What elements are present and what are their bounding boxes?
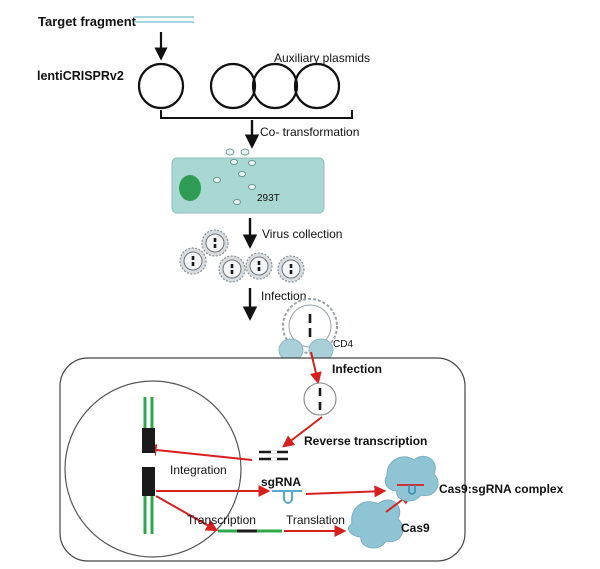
reverse-transcription-label: Reverse transcription	[304, 434, 427, 448]
cell-line-label: 293T	[257, 193, 280, 204]
integration-arrow	[144, 444, 253, 461]
cell-293t	[171, 148, 325, 214]
cotransformation-label: Co- transformation	[260, 125, 359, 139]
complex-label: Cas9:sgRNA complex	[439, 482, 564, 496]
infection-entry-label: Infection	[332, 362, 382, 376]
cell-nucleus	[179, 175, 201, 201]
transcription-label: Transcription	[187, 513, 256, 527]
transcription-arrow	[155, 495, 219, 532]
auxiliary-plasmid-1	[209, 62, 257, 110]
lenti-label: lentiCRISPRv2	[37, 69, 124, 83]
auxiliary-plasmid-2	[251, 62, 299, 110]
cd4-label: CD4	[333, 339, 353, 350]
reverse-transcription-arrow	[282, 416, 323, 448]
sgrna-label: sgRNA	[261, 475, 301, 489]
cas9-sgrna-complex	[384, 455, 439, 502]
lenti-plasmid	[137, 62, 185, 110]
auxiliary-plasmid-3	[293, 62, 341, 110]
cas9-label: Cas9	[401, 521, 430, 535]
virion-5	[277, 255, 305, 283]
target-fragment-label: Target fragment	[38, 14, 137, 29]
integration-label: Integration	[170, 463, 227, 477]
infection-entry-arrow	[309, 351, 322, 385]
viral-core	[303, 382, 337, 416]
virion-1	[179, 247, 207, 275]
sgrna-to-complex-arrow	[305, 485, 387, 498]
cotransformation-bracket	[160, 110, 353, 119]
infection-step-label: Infection	[261, 289, 306, 303]
sgrna-molecule	[272, 490, 302, 504]
virion-2	[201, 229, 229, 257]
genomic-dna	[142, 397, 155, 534]
virion-3	[218, 255, 246, 283]
target-fragment	[134, 16, 194, 23]
viral-cdna	[259, 450, 288, 461]
cas9-protein	[348, 499, 404, 549]
auxiliary-label: Auxiliary plasmids	[274, 51, 370, 65]
virus-collection-label: Virus collection	[262, 227, 342, 241]
translation-label: Translation	[286, 513, 345, 527]
virion-4	[245, 252, 273, 280]
